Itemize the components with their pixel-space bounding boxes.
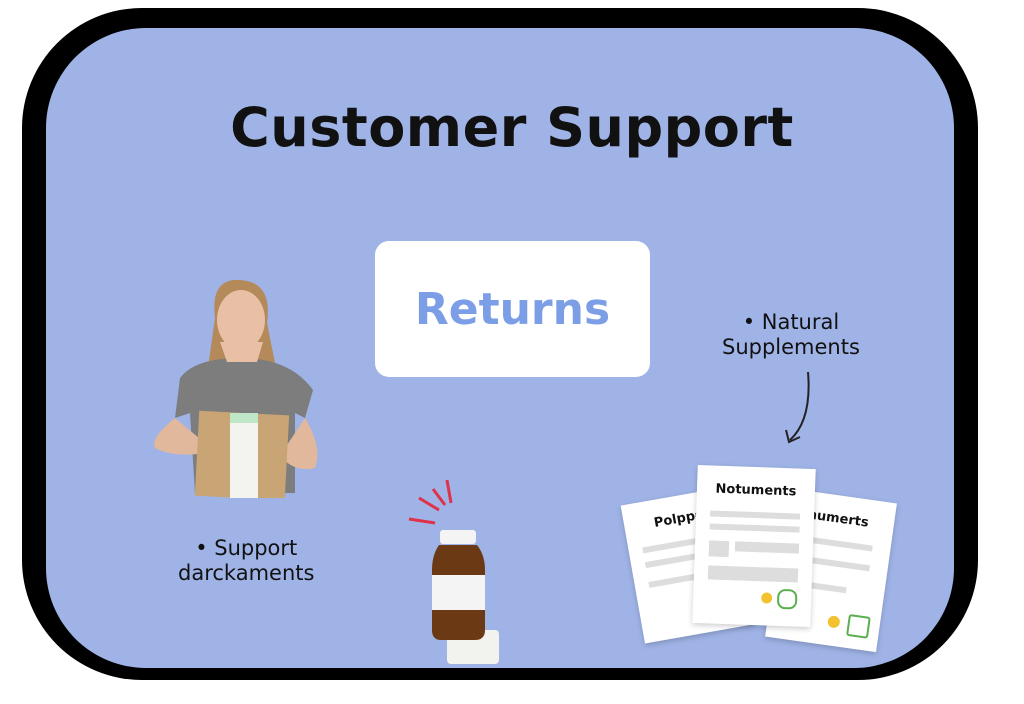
natural-supplements-label: • Natural Supplements — [722, 310, 860, 360]
returns-label: Returns — [414, 283, 611, 335]
support-label: • Support darckaments — [178, 536, 314, 586]
supplement-bottle-image — [408, 479, 499, 664]
document-center-title: Notuments — [715, 481, 797, 500]
supplements-label-line-1: • Natural — [742, 310, 840, 334]
documents-stack: Polppə numerts Notuments — [620, 455, 900, 655]
support-label-line-1: • Support — [195, 536, 298, 560]
support-label-line-2: darckaments — [178, 561, 315, 585]
person-holding-package-image — [154, 279, 318, 498]
arrow-down-icon — [785, 371, 810, 444]
supplements-label-line-2: Supplements — [722, 335, 860, 359]
page-title: Customer Support — [230, 96, 794, 159]
document-center: Notuments — [692, 464, 816, 628]
returns-button[interactable]: Returns — [375, 241, 650, 377]
